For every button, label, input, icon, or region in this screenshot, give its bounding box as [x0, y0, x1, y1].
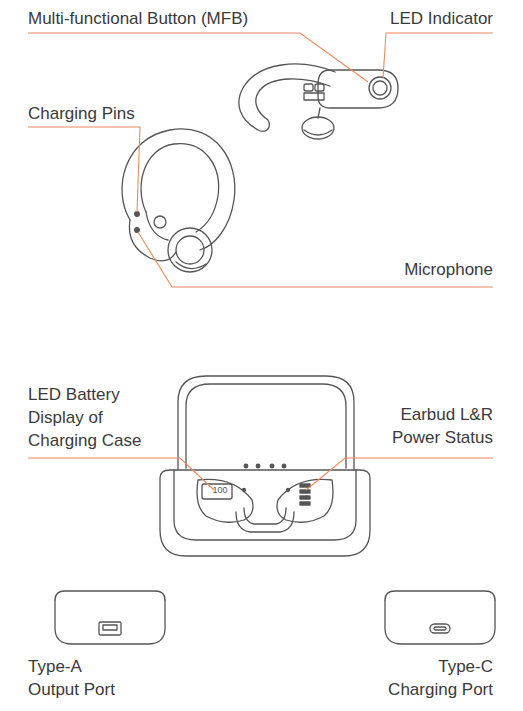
port-label: Type-A Output Port	[28, 655, 128, 701]
leader-lines	[28, 33, 493, 490]
leader-line	[28, 458, 214, 490]
part-label: Multi-functional Button (MFB)	[28, 7, 328, 30]
part-label: LED Indicator	[373, 7, 493, 30]
charging-case	[160, 376, 370, 556]
leader-line	[28, 33, 368, 82]
earbud-side-view	[239, 64, 398, 139]
display-reading: 100	[203, 485, 237, 496]
part-label: Charging Pins	[28, 102, 178, 125]
leader-line	[306, 458, 493, 490]
port-label: Type-C Charging Port	[381, 655, 493, 701]
leader-line	[383, 33, 493, 78]
part-label: Earbud L&R Power Status	[383, 403, 493, 449]
case-port-view-c	[385, 591, 495, 644]
part-label: Microphone	[373, 258, 493, 281]
part-label: LED Battery Display of Charging Case	[28, 383, 146, 452]
case-port-view-a	[55, 591, 165, 644]
leader-line	[28, 127, 140, 212]
leader-line	[138, 232, 493, 287]
